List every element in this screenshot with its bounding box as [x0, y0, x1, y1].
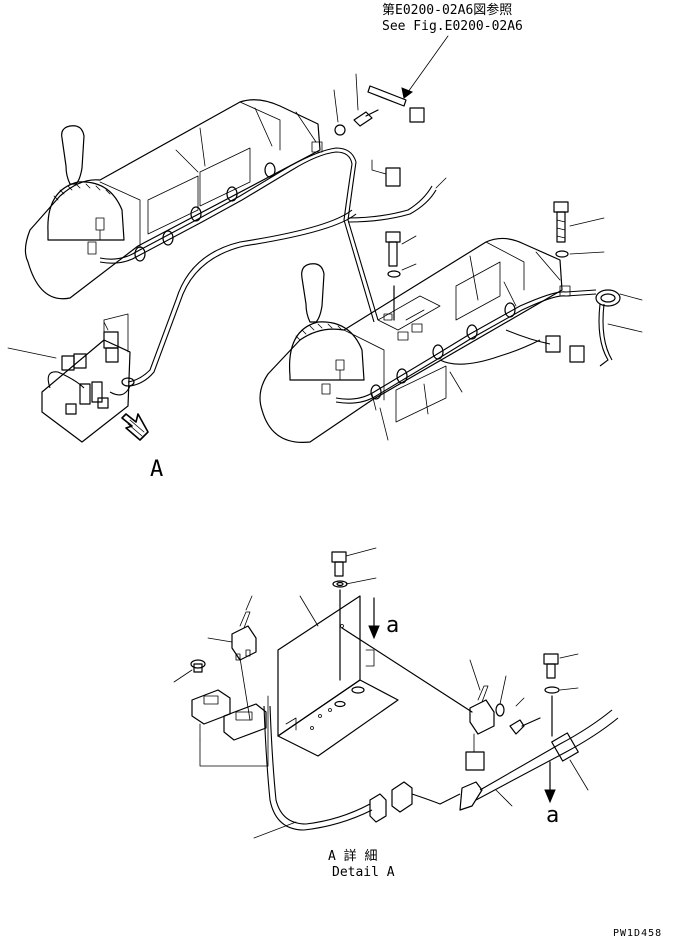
detail-connectors-left	[173, 659, 269, 767]
view-arrow-a	[121, 413, 149, 441]
section-arrow-a-upper	[368, 597, 380, 640]
right-console-harness	[335, 285, 621, 404]
left-control-console	[24, 99, 321, 300]
section-label-a-upper: a	[386, 613, 399, 638]
bolt-upper	[295, 73, 379, 143]
view-label: A	[150, 457, 163, 482]
right-control-console	[259, 237, 563, 443]
detail-harness	[253, 705, 619, 839]
reference-leader	[401, 35, 449, 99]
bolt-center	[385, 231, 561, 321]
section-label-a-lower: a	[546, 803, 559, 828]
detail-caption-en: Detail A	[332, 865, 395, 880]
section-arrow-a-lower	[544, 761, 556, 804]
relay-bracket-assembly	[7, 313, 135, 443]
detail-caption-jp: A 詳 細	[328, 848, 377, 864]
left-console-harness	[99, 141, 357, 264]
detail-relay-right	[341, 627, 495, 771]
drawing-number: PW1D458	[613, 928, 662, 939]
leaders-right-console	[371, 371, 463, 441]
crossing-harness	[127, 159, 447, 387]
bolt-right-upper	[553, 201, 643, 333]
detail-fasteners-right	[495, 653, 579, 737]
detail-bolt-top	[331, 547, 377, 681]
detail-bracket	[277, 595, 399, 757]
reference-note-en: See Fig.E0200-02A6	[382, 19, 523, 34]
reference-note-jp: 第E0200-02A6図参照	[382, 2, 512, 18]
reference-cable	[367, 85, 425, 123]
detail-relay-left	[207, 595, 257, 721]
